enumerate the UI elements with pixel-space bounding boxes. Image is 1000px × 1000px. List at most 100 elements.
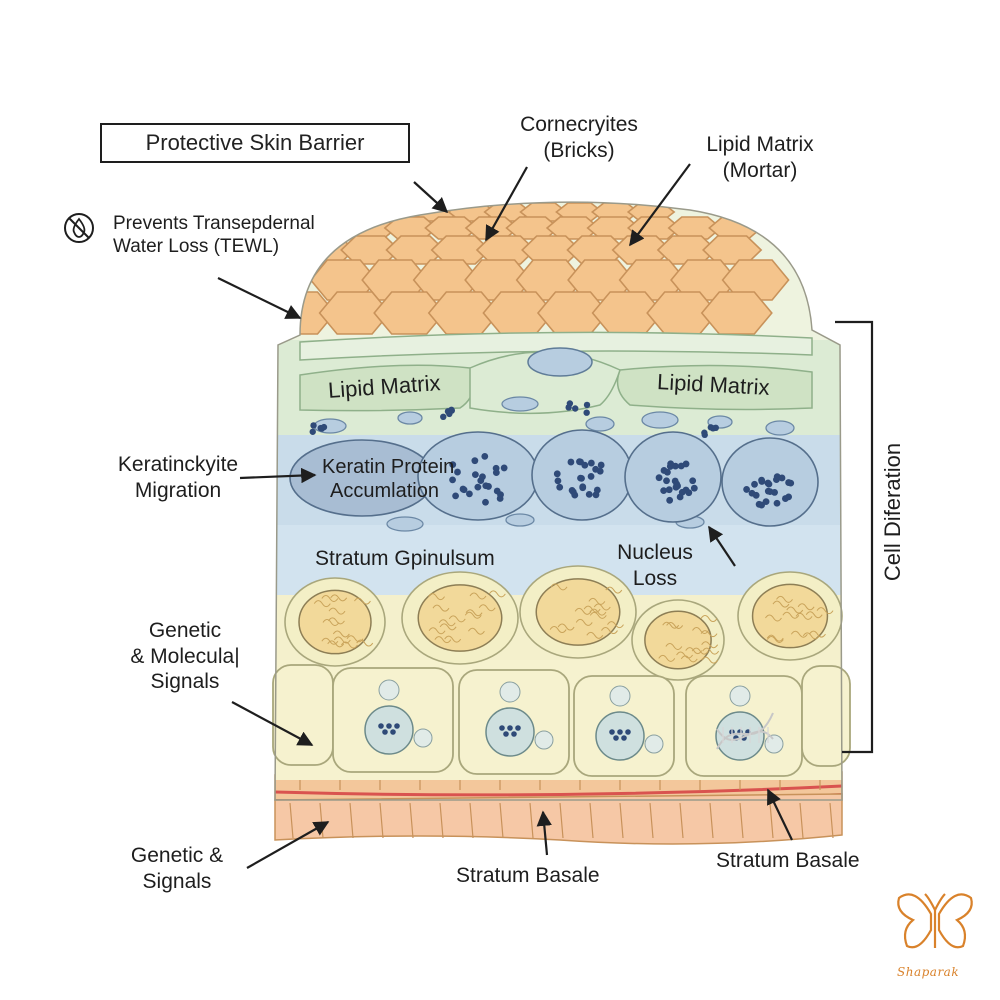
tewl-label: Prevents Transepdernal Water Loss (TEWL): [113, 212, 315, 258]
dermis-divider: [289, 802, 294, 839]
keratin-fiber: [601, 627, 618, 635]
keratin-fiber: [662, 621, 680, 629]
keratin-dot: [597, 461, 605, 469]
granule: [501, 396, 539, 412]
keratin-fiber: [676, 651, 693, 659]
granule: [707, 415, 733, 429]
keratin-dot: [682, 460, 690, 468]
chromatin-dot: [621, 735, 627, 741]
corneocytes-label-line2: (Bricks): [543, 138, 615, 162]
keratin-dot: [672, 462, 679, 470]
keratin-dot: [778, 474, 786, 482]
chromatin-dot: [378, 723, 384, 729]
keratin-fiber: [469, 592, 487, 600]
keratin-fiber: [790, 630, 808, 638]
keratin-dot: [743, 486, 750, 493]
vesicle: [609, 685, 631, 707]
keratin-dot: [781, 495, 789, 502]
vesicle: [534, 730, 554, 750]
dermis-divider: [469, 802, 474, 839]
keratin-dot: [685, 489, 693, 497]
keratin-fiber: [434, 636, 452, 644]
vesicle: [499, 681, 521, 703]
keratin-fiber: [765, 614, 782, 622]
keratin-dot: [567, 458, 575, 466]
keratin-dot: [492, 469, 500, 477]
chromatin-dot: [386, 723, 392, 729]
keratin-dot: [500, 464, 508, 472]
keratin-fiber: [685, 647, 703, 655]
keratin-fiber: [658, 654, 676, 662]
keratin-dot: [579, 484, 587, 492]
basal-nucleus: [715, 711, 765, 761]
keratin-fiber: [557, 623, 575, 631]
granule-dot: [446, 410, 453, 418]
basal-cell: [801, 665, 851, 767]
spinous-cells: [284, 565, 843, 681]
chromatin-dot: [515, 725, 521, 731]
keratin-dot: [663, 477, 670, 485]
keratin-dot: [665, 486, 673, 494]
keratin-fiber: [321, 595, 339, 603]
corneocytes-label: Cornecryites (Bricks): [504, 112, 654, 163]
keratin-dot: [690, 484, 698, 492]
genetic-molecular-line1: Genetic: [148, 619, 222, 642]
keratin-fiber: [346, 635, 364, 643]
dermis-divider: [649, 802, 654, 839]
chromatin-dot: [503, 731, 509, 737]
stratum-basale-center-label: Stratum Basale: [456, 864, 600, 887]
granule-dot: [701, 429, 708, 436]
granule-dot: [572, 405, 579, 412]
keratin-dot: [585, 490, 593, 498]
keratin-dot: [587, 473, 595, 480]
nucleus-label-line2: Loss: [632, 566, 678, 590]
no-water-drop-icon: [64, 213, 94, 243]
chromatin-dot: [511, 731, 517, 737]
keratin-fiber: [786, 606, 804, 614]
keratin-dot: [666, 496, 674, 504]
chromatin-dot: [390, 729, 396, 735]
keratin-fiber: [439, 623, 457, 631]
keratin-fiber: [550, 583, 568, 591]
keratin-fiber: [605, 586, 623, 594]
dermis-divider: [769, 802, 774, 839]
chromatin-dot: [507, 725, 513, 731]
keratin-fiber: [448, 615, 466, 623]
keratin-fiber: [328, 617, 345, 625]
genetic-molecular-line2: & Molecula|: [130, 644, 240, 668]
keratin-fiber: [776, 595, 793, 603]
keratin-dot: [482, 482, 490, 490]
keratin-label-line1: Keratin Protein: [322, 456, 455, 478]
basal-nucleus: [595, 711, 645, 761]
keratin-fiber: [575, 618, 593, 626]
lipid-mortar-label-line1: Lipid Matrix: [706, 133, 814, 156]
keratin-dot: [655, 474, 663, 482]
granule: [585, 416, 615, 432]
vesicle: [764, 734, 784, 754]
keratin-fiber: [432, 604, 450, 612]
keratin-fiber: [330, 594, 348, 602]
granule: [397, 411, 423, 425]
keratin-fiber: [816, 607, 834, 615]
basal-cell: [272, 664, 334, 766]
granular-ovals: [309, 396, 795, 532]
keratin-fiber: [313, 600, 331, 608]
genetic-signals-line1: Genetic &: [130, 844, 224, 867]
keratin-dot: [479, 473, 486, 481]
basal-nucleus: [364, 705, 414, 755]
keratin-fiber: [464, 611, 482, 619]
keratin-fiber: [680, 655, 698, 663]
dermis-divider: [799, 802, 804, 839]
keratin-fiber: [809, 630, 826, 638]
keratin-fiber: [428, 593, 445, 601]
keratin-fiber: [574, 607, 592, 615]
chromatin-dot: [382, 729, 388, 735]
lipid-mortar-label-line2: (Mortar): [722, 158, 798, 182]
keratin-fiber: [332, 630, 350, 638]
keratin-dot: [660, 487, 668, 495]
spinous-nucleus: [644, 610, 712, 670]
keratin-dot: [773, 499, 781, 507]
keratin-fiber: [692, 626, 709, 634]
dermis-divider: [829, 802, 834, 839]
keratin-dot: [592, 465, 600, 473]
